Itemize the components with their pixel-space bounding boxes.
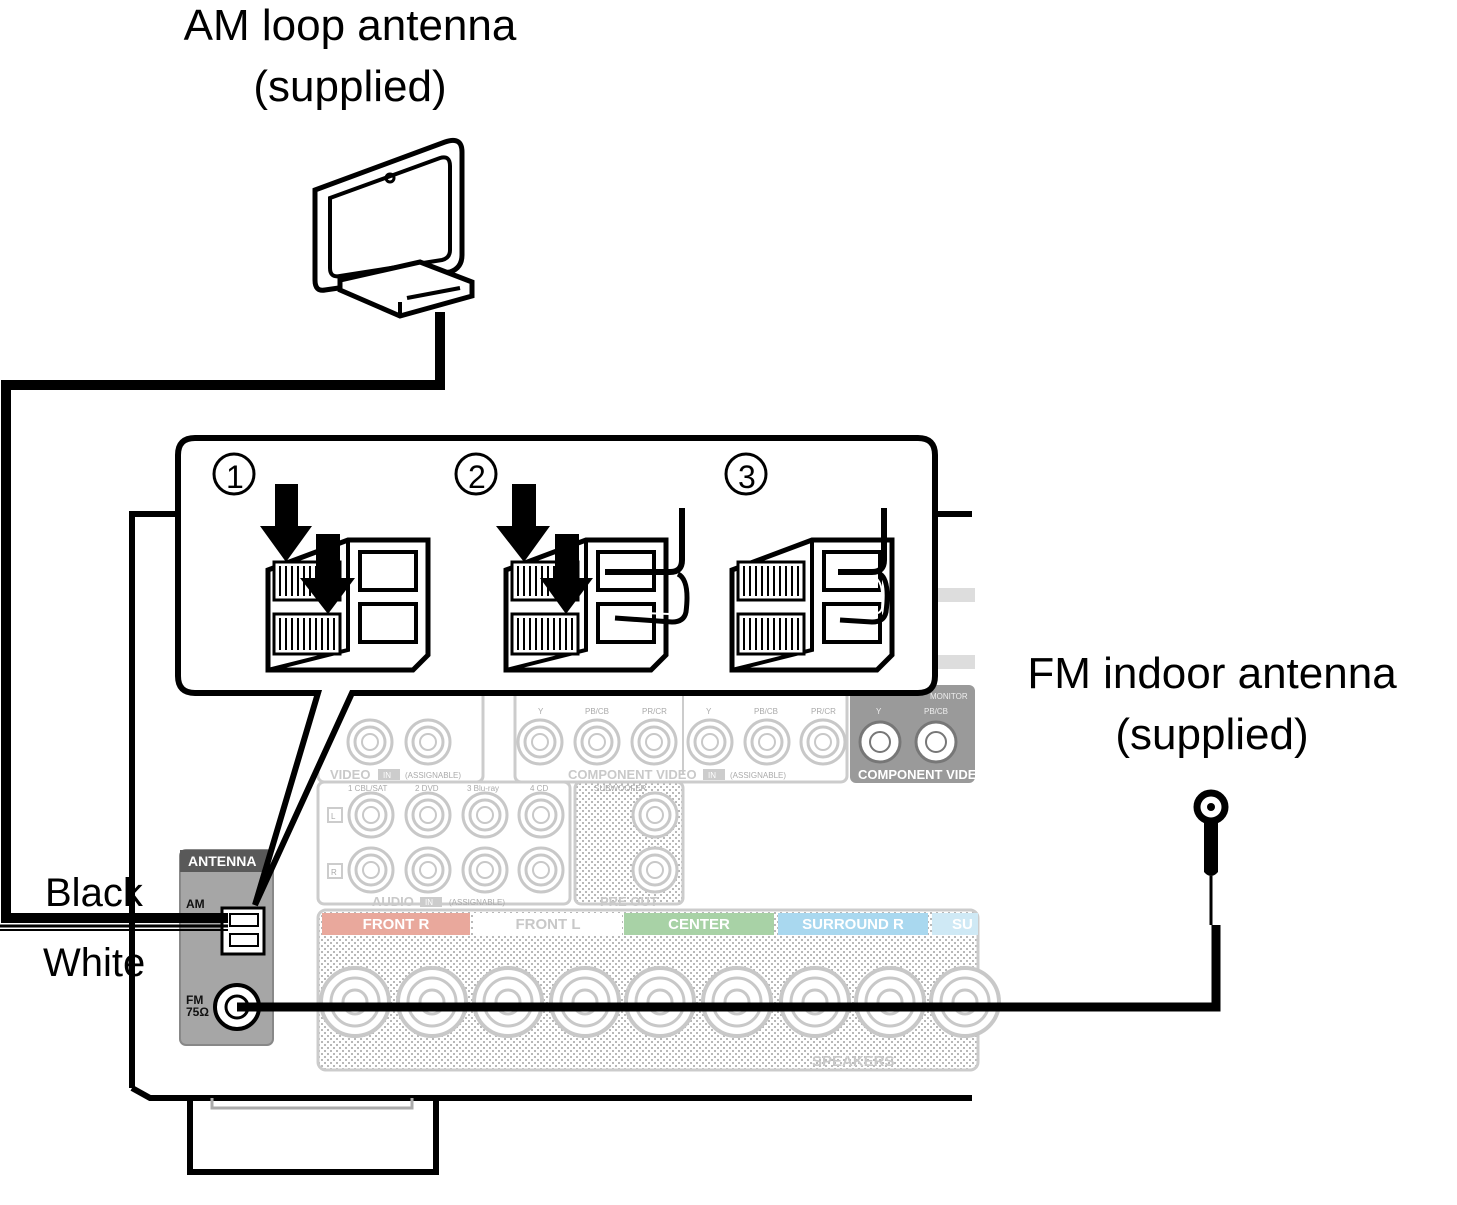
monitor-component-video-label: COMPONENT VIDE [858, 767, 977, 782]
terminal-step-2 [506, 540, 666, 670]
in-badge: IN [425, 898, 433, 907]
terminal-step-1 [268, 540, 428, 670]
subwoofer-label: SUBWOOFER [594, 784, 647, 793]
assignable-label: (ASSIGNABLE) [405, 771, 461, 780]
white-wire-label: White [43, 941, 145, 985]
component-pb-label: PB/CB [585, 707, 609, 716]
speaker-section-label: SU [952, 916, 973, 933]
fm-antenna-cable [237, 925, 1221, 1012]
black-wire-label: Black [45, 871, 144, 915]
am-antenna-cable-black [1, 312, 445, 923]
svg-text:1: 1 [226, 459, 244, 495]
audio-input-4: 4 CD [530, 784, 548, 793]
audio-input-3: 3 Blu-ray [467, 784, 499, 793]
audio-r-label: R [331, 868, 337, 877]
antenna-panel-title: ANTENNA [188, 853, 256, 869]
component-y-label: Y [538, 707, 544, 716]
in-badge: IN [383, 771, 391, 780]
speaker-section-label: FRONT R [363, 916, 430, 933]
fm-antenna-subtitle: (supplied) [1115, 710, 1308, 759]
am-loop-antenna [312, 137, 475, 319]
am-terminal-label: AM [186, 897, 205, 911]
assignable-label: (ASSIGNABLE) [730, 771, 786, 780]
speaker-section-header [474, 913, 622, 935]
am-antenna-title: AM loop antenna [184, 1, 517, 50]
monitor-pb-label: PB/CB [924, 707, 948, 716]
svg-text:3: 3 [738, 459, 756, 495]
component-pr-label: PR/CR [811, 707, 836, 716]
audio-in-label: AUDIO [372, 894, 414, 909]
monitor-label: MONITOR [930, 692, 968, 701]
am-antenna-subtitle: (supplied) [253, 62, 446, 111]
pre-out-label: PRE OUT [600, 894, 658, 909]
callout-steps: ① 1 ② 2 ③ 3 [175, 435, 938, 907]
fm-terminal-label: FM [186, 993, 203, 1007]
svg-text:2: 2 [468, 459, 486, 495]
receiver-rear-panel: VIDEO IN (ASSIGNABLE) Y PB/CB PR/CR Y PB… [129, 511, 1001, 1175]
video-in-label: VIDEO [330, 767, 370, 782]
speaker-section-header [624, 913, 774, 935]
speaker-section-label: SURROUND R [802, 916, 904, 933]
press-arrow-icon [260, 484, 312, 562]
assignable-label: (ASSIGNABLE) [449, 898, 505, 907]
component-pr-label: PR/CR [642, 707, 667, 716]
speaker-section-header [932, 913, 978, 935]
speakers-label: SPEAKERS [812, 1053, 895, 1070]
press-arrow-icon [540, 534, 593, 614]
component-pb-label: PB/CB [754, 707, 778, 716]
component-video-label: COMPONENT VIDEO [568, 767, 697, 782]
speaker-section-header [322, 913, 470, 935]
fm-antenna-title: FM indoor antenna [1027, 649, 1397, 698]
audio-input-1: 1 CBL/SAT [348, 784, 388, 793]
speaker-section-label: CENTER [668, 916, 730, 933]
audio-input-2: 2 DVD [415, 784, 439, 793]
component-y-label: Y [706, 707, 712, 716]
fm-impedance-label: 75Ω [186, 1005, 209, 1019]
video-in-jack [404, 718, 452, 766]
video-in-jack [346, 718, 394, 766]
monitor-y-label: Y [876, 707, 882, 716]
speaker-section-label: FRONT L [516, 916, 581, 933]
audio-l-label: L [331, 812, 336, 821]
terminal-step-3 [732, 540, 892, 670]
fm-indoor-antenna [237, 789, 1229, 1012]
press-arrow-icon [496, 484, 550, 562]
speaker-section-header [778, 913, 928, 935]
in-badge: IN [708, 771, 716, 780]
press-arrow-icon [300, 534, 355, 614]
